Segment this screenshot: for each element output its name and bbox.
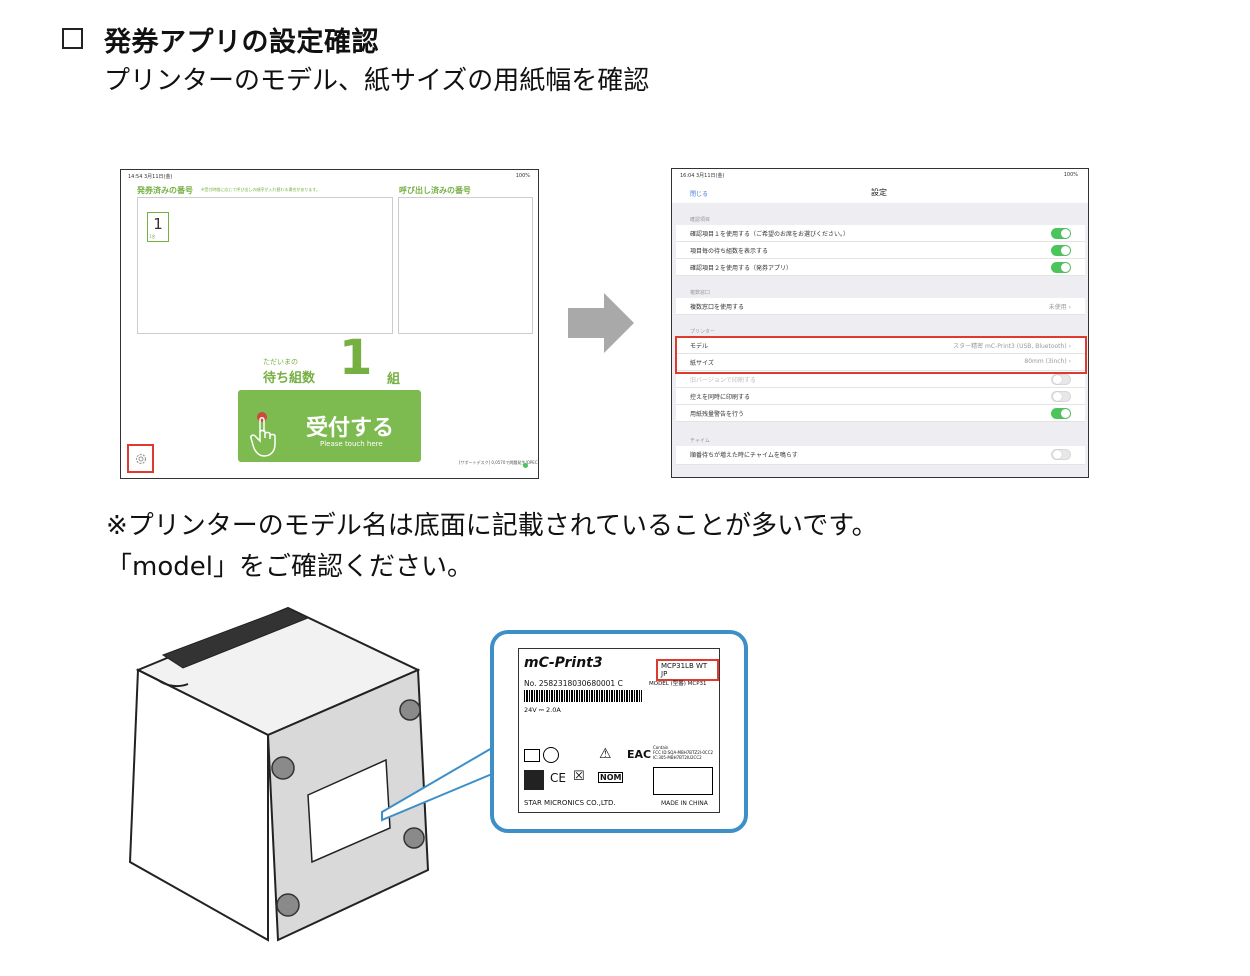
section-confirm: 確認項目 (676, 203, 1085, 225)
status-time: 14:54 3月11日(金) (128, 174, 173, 180)
weee-icon: ☒ (573, 769, 585, 784)
settings-title: 設定 (871, 188, 887, 197)
import-info-box (653, 767, 713, 795)
made-in: MADE IN CHINA (661, 800, 708, 807)
eac-icon: EAC (627, 748, 652, 761)
note-line-1: ※プリンターのモデル名は底面に記載されていることが多いです。 (106, 511, 878, 541)
checkbox[interactable] (62, 28, 83, 49)
warning-icon: ⚠ (599, 746, 612, 762)
toggle-switch[interactable] (1051, 245, 1071, 256)
ce-icon: CE (550, 771, 566, 785)
waiting-small: ただいまの (263, 358, 298, 366)
issued-panel: 1 1名 (137, 197, 393, 334)
settings-row[interactable]: 用紙残量警告を行う (676, 405, 1085, 422)
printer-highlight-box (675, 336, 1087, 374)
close-button[interactable]: 閉じる (690, 191, 709, 198)
button-sub-label: Please touch here (320, 440, 383, 448)
serial-number: No. 2582318030680001 C (524, 679, 623, 688)
toggle-switch[interactable] (1051, 408, 1071, 419)
hand-icon (250, 412, 276, 457)
waiting-count: 1 (339, 330, 373, 386)
barcode (524, 690, 642, 702)
status-battery: 100% (1063, 172, 1078, 178)
toggle-switch[interactable] (1051, 449, 1071, 460)
settings-highlight-box (127, 444, 154, 473)
button-main-label: 受付する (306, 416, 395, 441)
qr-code (524, 770, 544, 790)
arrow-right-icon (568, 293, 634, 353)
settings-row[interactable]: 旧バージョンで印刷する (676, 371, 1085, 388)
contain-info: Contain FCC ID:SQA-MBH7BTZ2I-0CC2 IC:305… (653, 745, 714, 760)
settings-row-model[interactable]: モデルスター精密 mC-Print3 (USB, Bluetooth) › (676, 337, 1085, 354)
status-time: 16:04 3月11日(金) (680, 173, 725, 179)
settings-row[interactable]: 複数窓口を使用する未使用 › (676, 298, 1085, 315)
settings-screenshot: 16:04 3月11日(金) 100% 閉じる 設定 確認項目 確認項目１を使用… (671, 168, 1089, 478)
company-name: STAR MICRONICS CO.,LTD. (524, 799, 616, 807)
settings-row[interactable]: 項目毎の待ち組数を表示する (676, 242, 1085, 259)
brand-name: mC-Print3 (524, 655, 603, 671)
waiting-label: 待ち組数 (263, 371, 316, 386)
settings-header: 16:04 3月11日(金) 100% 閉じる 設定 (672, 169, 1088, 203)
status-battery: 100% (515, 173, 530, 179)
section-multi-window: 複数窓口 (676, 276, 1085, 298)
toggle-switch[interactable] (1051, 262, 1071, 273)
note-line-2: 「model」をご確認ください。 (106, 552, 473, 582)
toggle-switch[interactable] (1051, 391, 1071, 402)
settings-row[interactable]: 順番待ちが増えた時にチャイムを鳴らす (676, 446, 1085, 465)
cert-icon (524, 749, 540, 762)
model-line: MODEL (型番) MCP31 (649, 681, 707, 687)
power-rating: 24V ⎓ 2.0A (524, 706, 561, 714)
called-title: 呼び出し済みの番号 (399, 186, 471, 195)
ticket-card[interactable]: 1 1名 (147, 212, 169, 242)
toggle-switch[interactable] (1051, 228, 1071, 239)
label-callout: mC-Print3 MCP31LB WT JP No. 258231803068… (490, 630, 748, 833)
support-text: [サポートデスク] 0,0570で問題発生/OPEC (459, 460, 538, 465)
callout-connector (381, 746, 493, 822)
nom-icon: NOM (598, 772, 624, 783)
connection-dot (523, 463, 528, 468)
issued-note: ※受付時間に応じて呼び出しの順序が入れ替わる場合があります。 (201, 187, 320, 192)
settings-row[interactable]: 確認項目１を使用する（ご希望のお席をお選びください。） (676, 225, 1085, 242)
model-code: MCP31LB WT JP (656, 659, 719, 681)
reception-button[interactable]: 受付する Please touch here (238, 390, 421, 462)
toggle-switch[interactable] (1051, 374, 1071, 385)
settings-row[interactable]: 確認項目２を使用する（発券アプリ） (676, 259, 1085, 276)
settings-list: 確認項目 確認項目１を使用する（ご希望のお席をお選びください。） 項目毎の待ち組… (676, 203, 1085, 475)
section-printer: プリンター (676, 315, 1085, 337)
called-panel (398, 197, 533, 334)
gear-icon[interactable] (134, 452, 148, 466)
settings-row[interactable]: 控えを同時に印刷する (676, 388, 1085, 405)
ul-icon (543, 747, 559, 763)
section-chime: チャイム (676, 422, 1085, 446)
section-subtitle: プリンターのモデル、紙サイズの用紙幅を確認 (104, 66, 650, 96)
ticket-app-screenshot: 14:54 3月11日(金) 100% 発券済みの番号 ※受付時間に応じて呼び出… (120, 169, 539, 479)
waiting-unit: 組 (387, 372, 401, 387)
product-label: mC-Print3 MCP31LB WT JP No. 258231803068… (518, 648, 720, 813)
ticket-number: 1 (153, 215, 163, 233)
printer-illustration (128, 606, 430, 942)
issued-title: 発券済みの番号 (137, 186, 193, 195)
section-title: 発券アプリの設定確認 (104, 27, 379, 58)
ticket-unit: 1名 (149, 234, 156, 239)
